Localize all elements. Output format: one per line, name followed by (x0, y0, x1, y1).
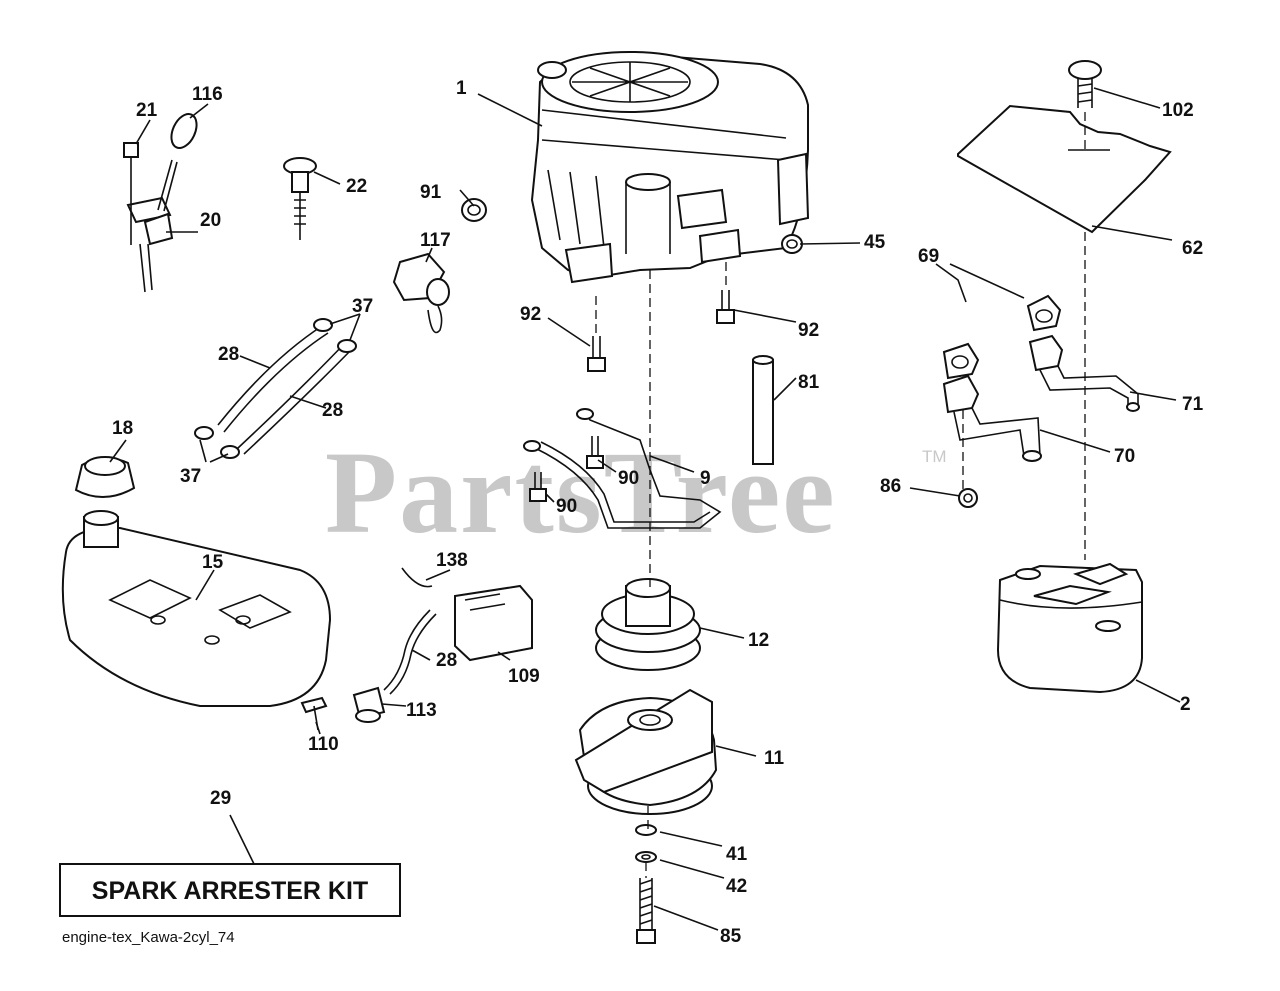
label-tube-81: 81 (798, 372, 820, 393)
label-nut-45: 45 (864, 232, 886, 253)
label-knob-102: 102 (1162, 100, 1194, 121)
label-choke-knob: 22 (346, 176, 367, 197)
engine (530, 51, 810, 284)
label-fuel-hose-upper: 28 (218, 344, 239, 365)
label-washer-41: 41 (726, 844, 748, 865)
leader-lines (109, 87, 1181, 931)
spark-arrester-kit-label: SPARK ARRESTER KIT (92, 877, 368, 905)
label-hose-138: 138 (436, 550, 468, 571)
label-hose-clamp-bottom: 37 (180, 466, 201, 487)
label-nut-86: 86 (880, 476, 901, 497)
label-screw-90-right: 90 (618, 468, 639, 489)
label-muffler-guard: 62 (1182, 238, 1203, 259)
label-muffler: 2 (1180, 694, 1191, 715)
choke-knob[interactable] (283, 157, 317, 240)
label-relay-109: 109 (508, 666, 540, 687)
tube-81 (752, 355, 774, 465)
label-pto-clutch: 11 (764, 748, 785, 769)
pto-clutch (574, 688, 718, 815)
label-washer-42: 42 (726, 876, 747, 897)
label-pulley: 12 (748, 630, 769, 651)
muffler-guard (957, 60, 1172, 234)
label-engine: 1 (456, 78, 467, 99)
label-connector-110: 110 (308, 734, 339, 755)
fuel-valve[interactable] (392, 252, 450, 334)
label-bolt-92-left: 92 (520, 304, 541, 325)
label-fuel-tank: 15 (202, 552, 224, 573)
bolts-92 (587, 290, 735, 372)
watermark: PartsTree (325, 427, 837, 558)
label-exhaust-pipe-71: 71 (1182, 394, 1204, 415)
label-fuel-shutoff-113: 113 (406, 700, 437, 721)
fuel-hoses (194, 318, 357, 459)
nut-45 (781, 234, 803, 254)
exhaust-pipes (942, 294, 1140, 462)
label-fuel-line-clip: 9 (700, 468, 711, 489)
nut-91 (461, 198, 487, 222)
label-screw-90-left: 90 (556, 496, 577, 517)
fuel-tank (61, 510, 332, 707)
label-fuel-valve-117: 117 (420, 230, 451, 251)
fuel-cap[interactable] (74, 456, 136, 498)
throttle-control[interactable] (123, 110, 202, 293)
label-nut-91: 91 (420, 182, 442, 203)
label-hose-clamp-top: 37 (352, 296, 373, 317)
nut-86 (958, 488, 978, 508)
label-spark-arrester-kit: 29 (210, 788, 231, 809)
label-fuel-hose-lower: 28 (322, 400, 343, 421)
fuel-filter-assembly (300, 567, 533, 731)
diagram-id: engine-tex_Kawa-2cyl_74 (62, 929, 235, 946)
label-throttle-screw: 21 (136, 100, 158, 121)
muffler[interactable] (996, 562, 1143, 694)
watermark-trademark: TM (922, 447, 947, 466)
label-bolt-92-right: 92 (798, 320, 819, 341)
label-grip-116: 116 (192, 84, 223, 105)
label-throttle-control: 20 (200, 210, 221, 231)
label-gasket-69: 69 (918, 246, 939, 267)
pulley (595, 578, 701, 671)
label-bolt-85: 85 (720, 926, 742, 947)
hardware-stack (635, 824, 657, 944)
label-fuel-cap: 18 (112, 418, 133, 439)
fuel-line-clip (523, 408, 722, 529)
spark-arrester-kit-box[interactable]: SPARK ARRESTER KIT (59, 863, 401, 917)
label-exhaust-pipe-70: 70 (1114, 446, 1135, 467)
label-fuel-hose-filter: 28 (436, 650, 457, 671)
